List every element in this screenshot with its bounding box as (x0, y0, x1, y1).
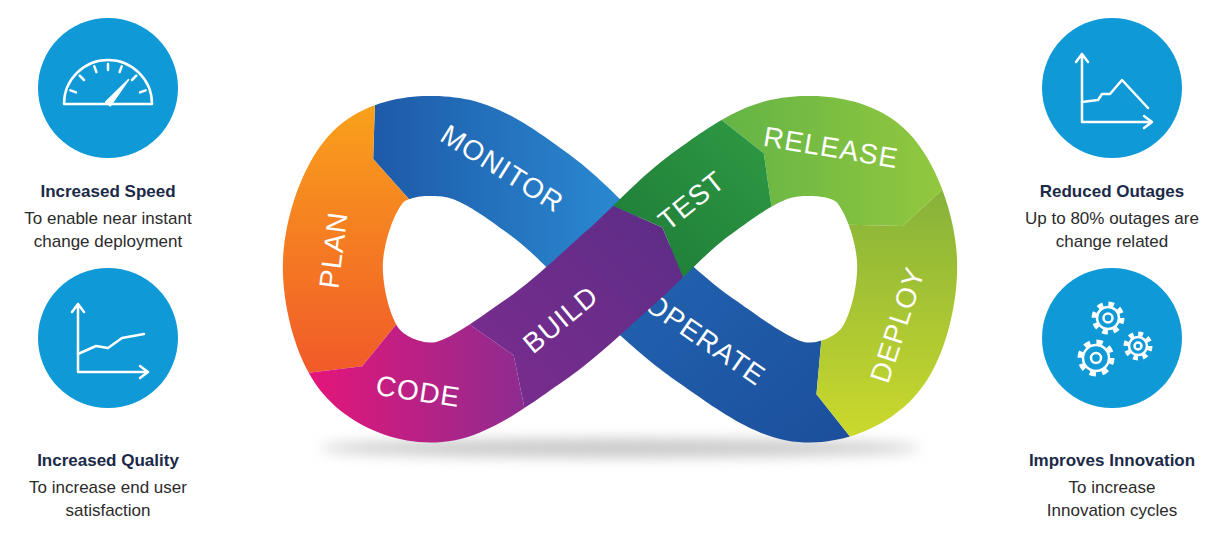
icon-symbol (1076, 54, 1152, 128)
benefit-text: Up to 80% outages are change related (1007, 207, 1217, 253)
callout-icon (38, 268, 178, 408)
benefit-callout: Improves Innovation To increase Innovatio… (1007, 268, 1217, 522)
icon-circle (38, 268, 178, 408)
band-segment (613, 120, 771, 277)
benefit-text: To increase Innovation cycles (1032, 476, 1192, 522)
band-segment (722, 96, 943, 226)
benefit-callout: Increased Speed To enable near instant ch… (3, 18, 213, 253)
benefit-heading: Increased Speed (3, 182, 213, 202)
band-segment (309, 324, 525, 442)
callout-icon (1042, 18, 1182, 158)
icon-symbol (64, 60, 152, 106)
icon-circle (38, 18, 178, 158)
shadow-ellipse (320, 439, 920, 457)
callout-icon (38, 18, 178, 158)
stage-band: TEST (611, 118, 774, 280)
benefit-heading: Increased Quality (3, 451, 213, 471)
icon-symbol (1080, 304, 1150, 374)
icon-circle (1042, 268, 1182, 408)
stage-band: DEPLOY (814, 187, 960, 439)
icon-circle (1042, 18, 1182, 158)
icon-symbol (72, 304, 148, 378)
band-segment (587, 230, 850, 442)
benefit-text: To enable near instant change deployment (8, 207, 208, 253)
stage-band: BUILD (467, 203, 686, 411)
band-segment (816, 190, 957, 437)
band-segment (373, 96, 653, 306)
benefit-text: To increase end user satisfaction (8, 476, 208, 522)
callout-icon (1042, 268, 1182, 408)
benefit-heading: Reduced Outages (1007, 182, 1217, 202)
benefit-callout: Reduced Outages Up to 80% outages are cha… (1007, 18, 1217, 253)
benefit-callout: Increased Quality To increase end user sa… (3, 268, 213, 522)
benefit-heading: Improves Innovation (1007, 451, 1217, 471)
